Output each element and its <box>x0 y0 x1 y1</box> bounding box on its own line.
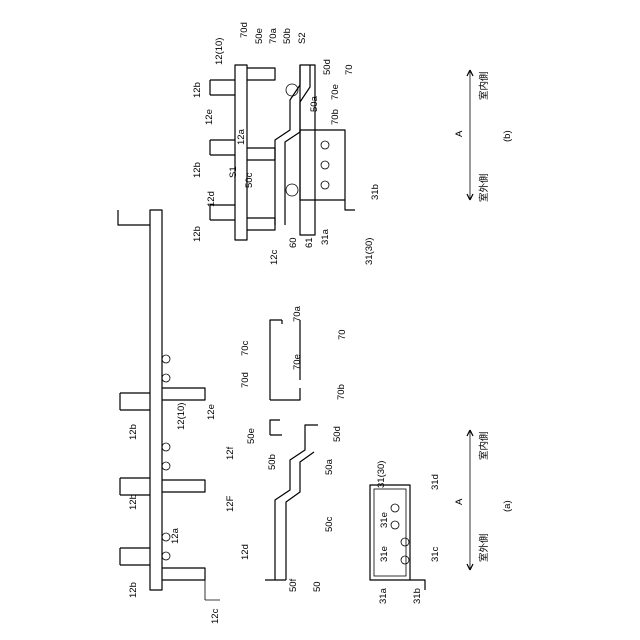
label-12e-a: 12e <box>206 404 217 420</box>
label-31e-a1: 31e <box>379 512 390 528</box>
label-61-b: 61 <box>304 237 315 248</box>
direction-arrow-a <box>467 430 473 570</box>
label-12b-b3: 12b <box>192 82 203 98</box>
label-12a-a: 12a <box>170 527 181 544</box>
label-12b-b2: 12b <box>192 162 203 178</box>
label-S2-b: S2 <box>297 32 308 44</box>
outdoor-label-b: 室外側 <box>478 173 490 202</box>
label-50d-b: 50d <box>322 59 333 75</box>
label-31e-a2: 31e <box>379 546 390 562</box>
outdoor-label-a: 室外側 <box>478 533 490 562</box>
label-70b-b: 70b <box>330 109 341 125</box>
label-12b-a1: 12b <box>128 582 139 598</box>
label-31-30-a: 31(30) <box>376 461 387 488</box>
label-50-a: 50 <box>312 581 323 592</box>
label-50d-a: 50d <box>332 426 343 442</box>
indoor-label-b: 室内側 <box>478 71 490 100</box>
label-70a-a: 70a <box>292 305 303 322</box>
label-12d-b: 12d <box>206 191 217 207</box>
label-12c-a: 12c <box>210 608 221 624</box>
label-70b-a: 70b <box>336 384 347 400</box>
label-31a-a: 31a <box>378 587 389 604</box>
label-50c-b: 50c <box>244 172 255 188</box>
label-31b-b: 31b <box>370 184 381 200</box>
frame-12-profile <box>118 210 220 600</box>
label-31d-a: 31d <box>430 474 441 490</box>
label-12b-a3: 12b <box>128 424 139 440</box>
label-60-b: 60 <box>288 237 299 248</box>
label-12f-a2: 12F <box>225 495 236 512</box>
marker-a-a: A <box>454 498 465 505</box>
label-12b-b1: 12b <box>192 226 203 242</box>
label-70c-a: 70c <box>240 340 251 356</box>
label-50b-a: 50b <box>267 454 278 470</box>
label-12a-b: 12a <box>236 128 247 145</box>
label-50c-a: 50c <box>324 516 335 532</box>
label-50b-b: 50b <box>282 28 293 44</box>
label-12b-a2: 12b <box>128 494 139 510</box>
label-12e-b: 12e <box>204 109 215 125</box>
label-12-10-a: 12(10) <box>176 403 187 430</box>
label-12d-a: 12d <box>240 544 251 560</box>
label-70d-b: 70d <box>239 22 250 38</box>
label-31c-a: 31c <box>430 546 441 562</box>
label-70a-b: 70a <box>268 27 279 44</box>
label-50a-a: 50a <box>324 458 335 475</box>
caption-a: (a) <box>502 500 513 512</box>
label-12c-b: 12c <box>269 249 280 265</box>
part-50-profile <box>265 420 318 580</box>
label-31b-a: 31b <box>412 588 423 604</box>
part-31-profile <box>370 485 425 590</box>
label-70e-b: 70e <box>330 84 341 100</box>
label-31-30-b: 31(30) <box>364 238 375 265</box>
figure-b <box>210 65 473 240</box>
direction-arrow-b <box>467 70 473 200</box>
indoor-label-a: 室内側 <box>478 431 490 460</box>
label-70-a: 70 <box>337 329 348 340</box>
label-50a-b: 50a <box>309 95 320 112</box>
label-12f-a1: 12f <box>225 446 236 460</box>
caption-b: (b) <box>502 130 513 142</box>
label-70e-a: 70e <box>292 354 303 370</box>
label-31a-b: 31a <box>320 228 331 245</box>
label-50e-a: 50e <box>246 428 257 444</box>
marker-a-b: A <box>454 130 465 137</box>
label-S1-b: S1 <box>228 166 239 178</box>
label-70d-a: 70d <box>240 372 251 388</box>
label-12-10-b: 12(10) <box>214 38 225 65</box>
label-50e-b: 50e <box>254 28 265 44</box>
label-70-b: 70 <box>344 64 355 75</box>
label-50f-a: 50f <box>288 578 299 592</box>
